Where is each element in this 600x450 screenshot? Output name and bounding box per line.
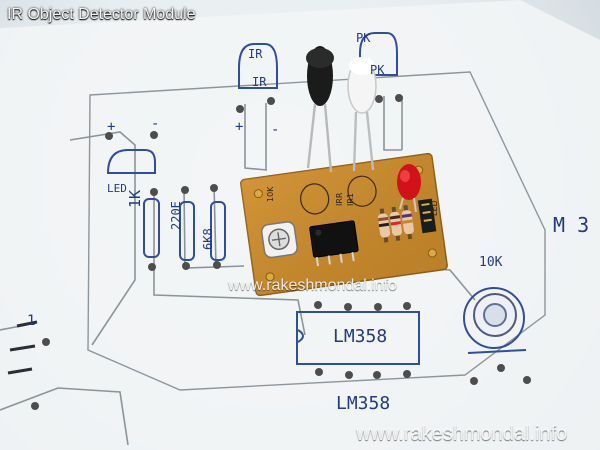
pcb-silk-led: LED [430,200,439,216]
image-title: IR Object Detector Module [7,6,196,23]
pcb-silk-10k: 10K [266,186,275,202]
pin-dots [31,94,531,410]
led-outline [106,149,156,174]
pencil-wire-bottom [0,387,129,446]
battery-symbol [7,320,38,375]
label-ir-secondary: IR [252,75,267,89]
label-pk-top: PK [356,31,371,45]
label-220e: 220E [169,201,183,230]
photodiode-legs [352,111,375,172]
label-minus-b: - [271,122,280,138]
pencil-wire-ir [244,104,268,171]
watermark-bottom: www.rakeshmondal.info [356,423,568,445]
lm358-notch [297,329,304,343]
resistor-220e [179,201,195,261]
pcb-silk-irr: IRR [335,192,344,206]
ir-led-legs [306,103,333,173]
label-lm358-lower: LM358 [336,393,391,414]
label-6k8: 6K8 [201,228,215,250]
resistor-6k8 [210,201,226,261]
label-ir-top: IR [248,47,263,61]
pcb-board [240,152,448,297]
pencil-wire-left [69,131,136,346]
watermark-center: www.rakeshmondal.info [228,277,397,294]
label-led: LED [107,182,127,195]
label-plus-b: + [235,119,244,135]
pcb-silk-ir1: IR1 [346,192,355,206]
label-1k: 1K [126,189,144,208]
resistor-1k [143,198,160,258]
pencil-wire-pk [383,96,402,151]
pk-outline [359,32,398,76]
label-minus-a: - [151,116,160,132]
pencil-wire-right [213,184,217,267]
label-one: 1 [27,313,36,329]
label-pk-secondary: PK [370,63,385,77]
pencil-wire-center [153,192,306,336]
label-lm358-upper: LM358 [333,326,388,347]
red-led [397,164,421,200]
label-m3: M 3 [553,213,590,237]
lm358-outline [296,311,420,365]
label-10k: 10K [479,255,503,270]
label-plus-a: + [107,119,116,135]
pot-base [467,349,527,354]
ir-outline [238,43,278,89]
pot-outline [463,287,525,349]
